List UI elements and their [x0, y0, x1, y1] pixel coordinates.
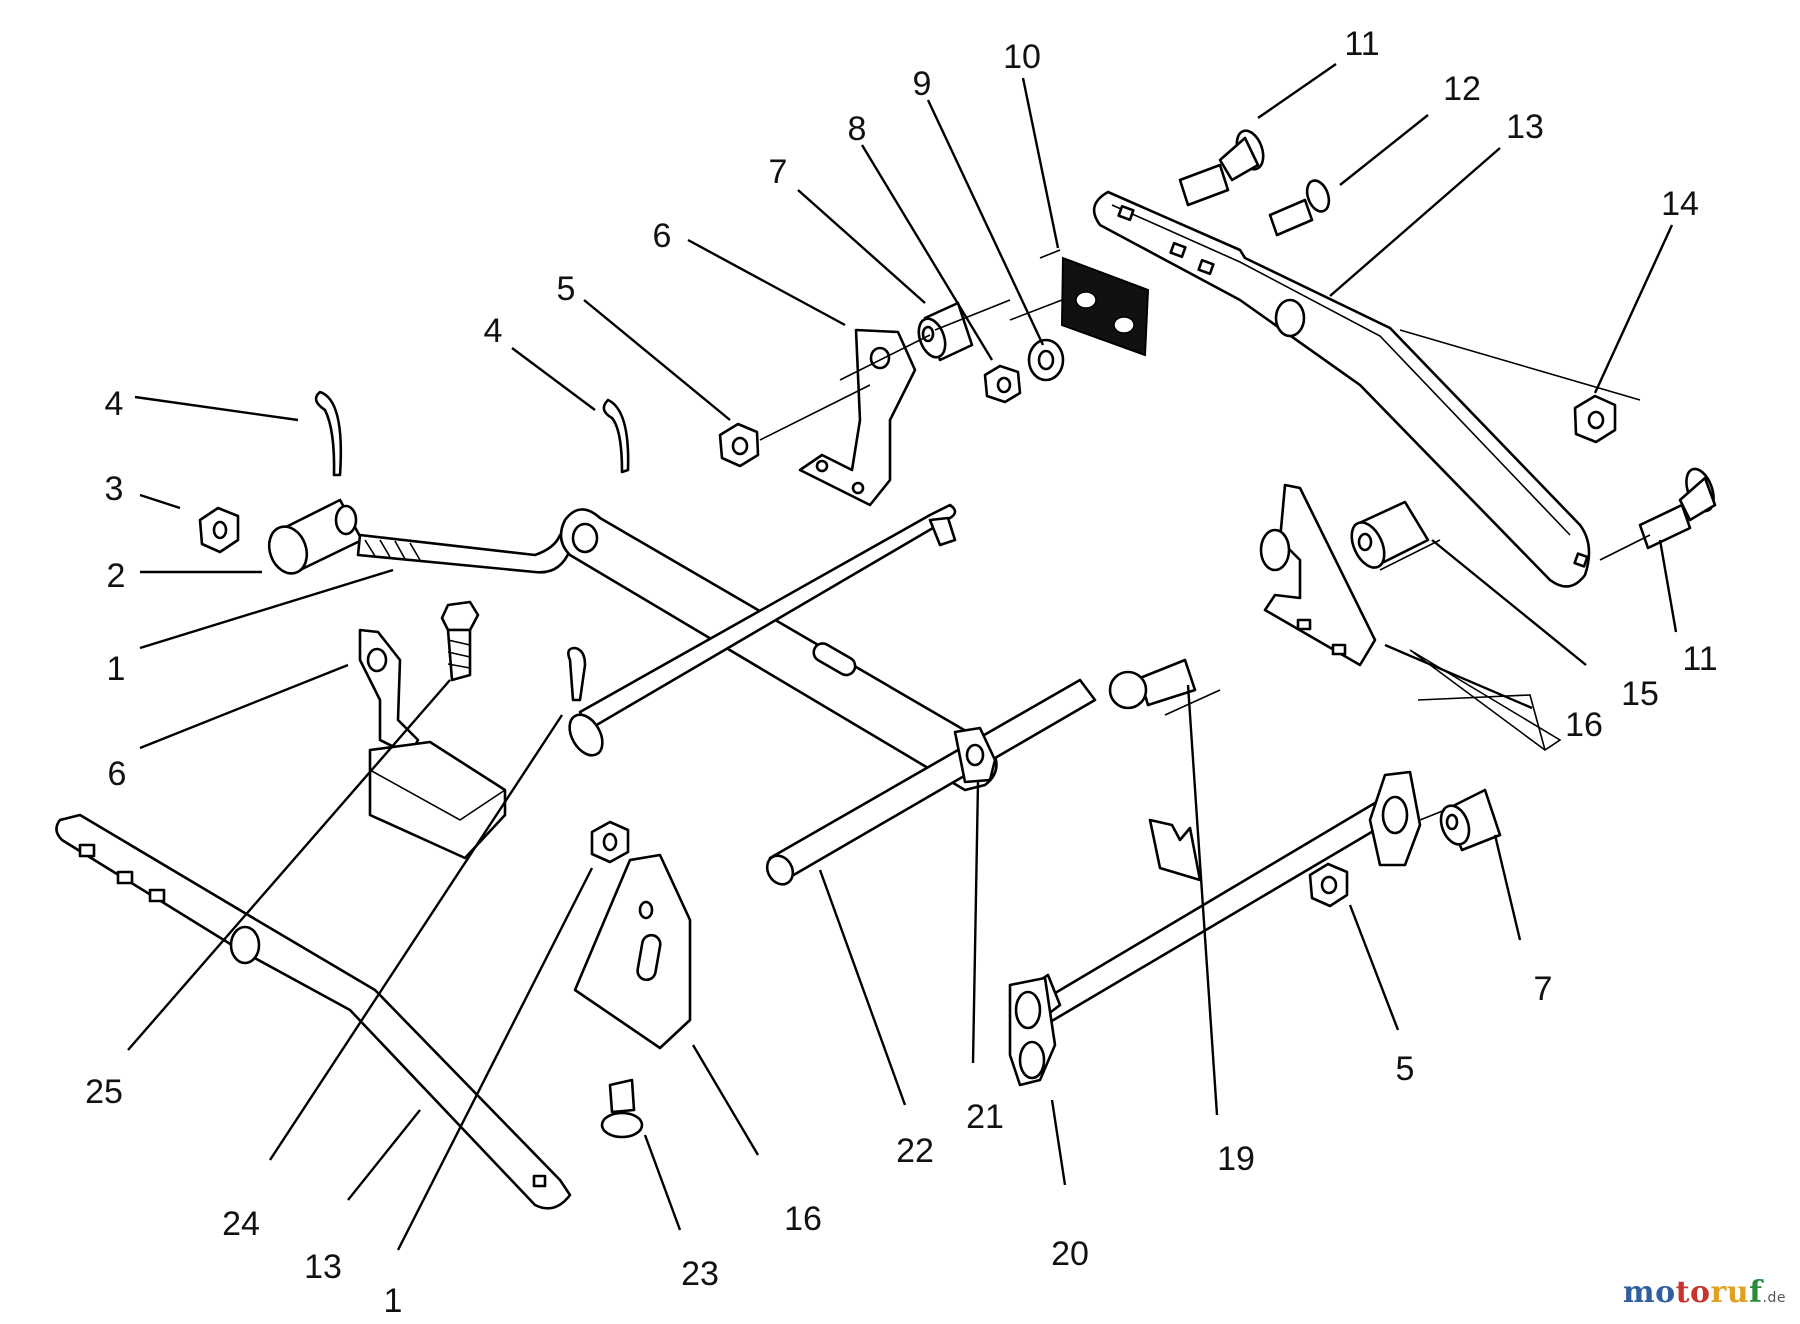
callout-8: 8 — [848, 110, 867, 148]
callout-20: 20 — [1051, 1235, 1089, 1273]
callout-11-upper: 11 — [1344, 25, 1379, 63]
callout-11-lower: 11 — [1682, 640, 1717, 678]
callout-25: 25 — [85, 1073, 123, 1111]
watermark-part-1: mo — [1622, 1275, 1676, 1310]
carriage-bolt-lower — [1638, 467, 1717, 550]
carriage-bolt-19 — [1108, 658, 1197, 710]
bolt-12 — [1268, 179, 1331, 237]
mounting-block — [368, 740, 507, 860]
bracket-lower-left — [358, 628, 420, 757]
spacer-15 — [1350, 500, 1430, 569]
callout-16-lower: 16 — [784, 1200, 822, 1238]
callout-labels: 11 10 12 9 13 8 14 7 6 5 4 4 3 2 1 11 15… — [85, 25, 1718, 1320]
bracket-right — [1259, 483, 1377, 667]
callout-3: 3 — [105, 470, 124, 508]
assembly-lines — [759, 249, 1651, 821]
bracket-upper — [798, 328, 917, 507]
watermark-logo: motoruf.de — [1623, 1275, 1786, 1310]
callout-15: 15 — [1621, 675, 1659, 713]
nut-14 — [1573, 394, 1617, 444]
callout-23: 23 — [681, 1255, 719, 1293]
callout-7-upper: 7 — [769, 153, 788, 191]
callout-6-upper: 6 — [653, 217, 672, 255]
callout-1-lower: 1 — [384, 1282, 403, 1320]
clevis-pin-24 — [567, 646, 587, 702]
carriage-bolt-upper — [1178, 129, 1265, 207]
watermark-part-4: f — [1749, 1275, 1763, 1310]
rubber-pad — [1060, 256, 1150, 357]
bolt-23 — [600, 1078, 644, 1139]
nut-8 — [983, 364, 1022, 404]
callout-14: 14 — [1661, 185, 1699, 223]
lower-lift-shaft-20 — [1008, 770, 1422, 1087]
bracket-lower-center — [573, 853, 692, 1050]
lift-arm-lower-left — [55, 813, 572, 1210]
nut-5-lower — [1308, 862, 1349, 908]
callout-2: 2 — [107, 557, 126, 595]
callout-12: 12 — [1443, 70, 1481, 108]
washer-9 — [1027, 338, 1065, 382]
callout-9: 9 — [913, 65, 932, 103]
callout-16-right: 16 — [1565, 706, 1603, 744]
callout-19: 19 — [1217, 1140, 1255, 1178]
nut-5-upper — [718, 422, 760, 468]
spacer-lower — [1439, 788, 1502, 852]
watermark-tld: .de — [1762, 1290, 1786, 1306]
callout-5-upper: 5 — [557, 270, 576, 308]
callout-7-lower: 7 — [1534, 970, 1553, 1008]
callout-6-lower: 6 — [108, 755, 127, 793]
hairpin-clip-center — [602, 398, 630, 474]
lift-shaft-rail — [559, 508, 998, 792]
callout-4-left: 4 — [105, 385, 124, 423]
shaft-22 — [568, 503, 1097, 886]
callout-21: 21 — [966, 1098, 1004, 1136]
callout-13-upper: 13 — [1506, 108, 1544, 146]
nut-3 — [198, 506, 240, 554]
callout-1-upper: 1 — [107, 650, 126, 688]
bolt-25 — [440, 600, 480, 682]
callout-10: 10 — [1003, 38, 1041, 76]
callout-13-lower: 13 — [304, 1248, 342, 1286]
rail-end-plate-21 — [953, 726, 997, 784]
yoke-2 — [267, 498, 364, 575]
nut-1-lower — [590, 820, 630, 864]
adjuster-rod-upper — [356, 533, 572, 574]
callout-5-lower: 5 — [1396, 1050, 1415, 1088]
lift-arm-upper-right — [1092, 190, 1591, 588]
hairpin-clip-left — [314, 390, 343, 477]
callout-22: 22 — [896, 1132, 934, 1170]
callout-4-center: 4 — [484, 312, 503, 350]
watermark-part-2: to — [1675, 1275, 1711, 1310]
callout-24: 24 — [222, 1205, 260, 1243]
watermark-part-3: ru — [1710, 1275, 1750, 1310]
leader-lines — [127, 63, 1678, 1251]
